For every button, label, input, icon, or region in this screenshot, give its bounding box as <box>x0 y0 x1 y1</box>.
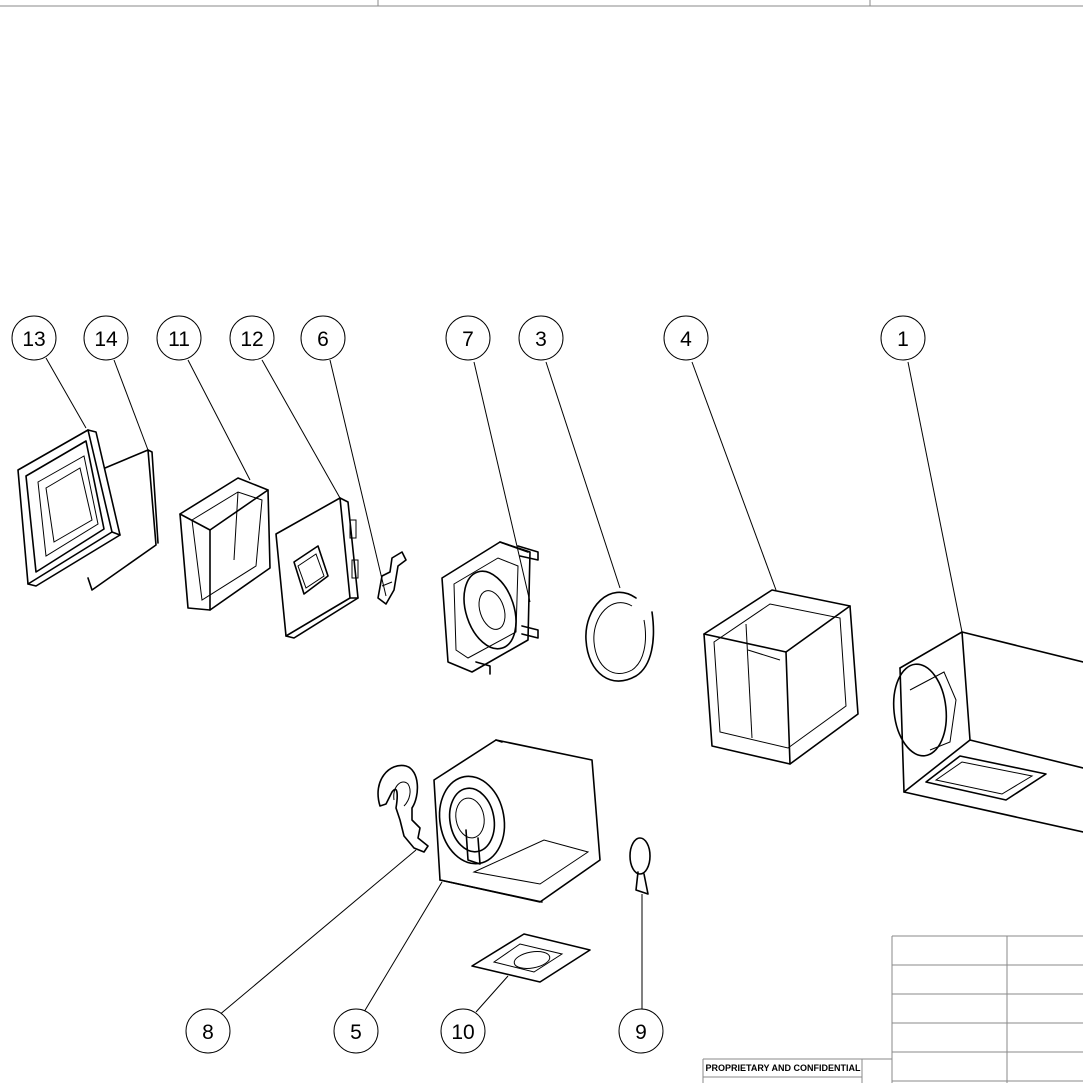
revision-table <box>891 935 1083 1083</box>
balloon-3: 3 <box>518 315 564 361</box>
part-13-bezel <box>17 429 121 587</box>
balloon-3-label: 3 <box>535 328 547 351</box>
balloon-7-label: 7 <box>462 328 474 351</box>
part-5-cube-body <box>433 739 601 903</box>
sheet-border <box>0 0 1083 7</box>
balloon-13-label: 13 <box>22 328 45 351</box>
balloon-4: 4 <box>663 315 709 361</box>
balloon-6: 6 <box>300 315 346 361</box>
balloon-10: 10 <box>440 1008 486 1054</box>
balloon-12: 12 <box>229 315 275 361</box>
balloon-14: 14 <box>83 315 129 361</box>
balloon-5: 5 <box>333 1008 379 1054</box>
part-11-box <box>179 477 271 611</box>
part-10-base-plate <box>471 933 591 983</box>
part-8-spring-clip <box>377 764 429 853</box>
balloon-13: 13 <box>11 315 57 361</box>
proprietary-label: PROPRIETARY AND CONFIDENTIAL <box>705 1063 861 1073</box>
part-1-main-housing <box>892 631 1083 833</box>
balloon-8-label: 8 <box>202 1021 214 1044</box>
balloon-10-label: 10 <box>451 1021 474 1044</box>
balloon-6-label: 6 <box>317 328 329 351</box>
balloon-1: 1 <box>880 315 926 361</box>
proprietary-block: PROPRIETARY AND CONFIDENTIAL <box>702 1058 892 1083</box>
part-9-pin <box>629 837 651 895</box>
part-7-housing <box>441 541 539 675</box>
balloon-4-label: 4 <box>680 328 692 351</box>
balloon-12-label: 12 <box>240 328 263 351</box>
balloon-11: 11 <box>156 315 202 361</box>
balloon-7: 7 <box>445 315 491 361</box>
part-14-lens-plate <box>87 449 159 591</box>
balloon-1-label: 1 <box>897 328 909 351</box>
part-3-ring <box>585 591 655 682</box>
balloon-8: 8 <box>185 1008 231 1054</box>
part-4-cube-frame <box>703 589 859 765</box>
balloon-9-label: 9 <box>635 1021 647 1044</box>
balloon-11-label: 11 <box>168 328 190 351</box>
balloon-9: 9 <box>618 1008 664 1054</box>
balloon-5-label: 5 <box>350 1021 362 1044</box>
balloon-14-label: 14 <box>94 328 118 351</box>
part-12-plate <box>275 497 359 639</box>
leader-lines <box>45 357 963 1017</box>
